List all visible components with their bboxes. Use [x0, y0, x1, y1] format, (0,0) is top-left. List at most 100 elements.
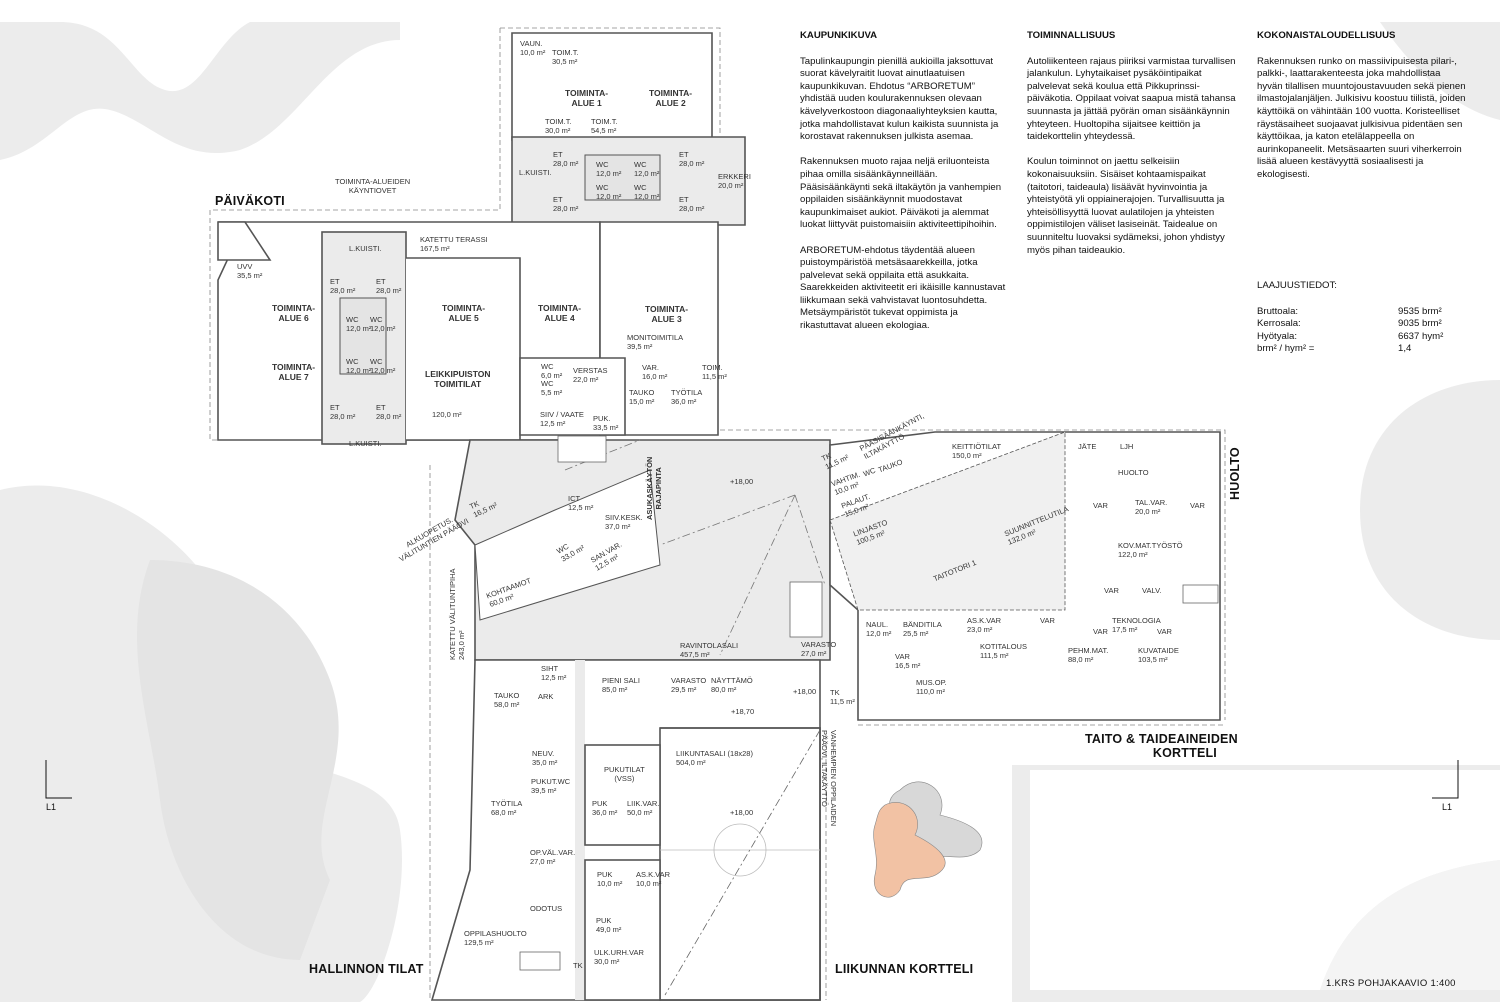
room-name: WC	[370, 315, 383, 324]
room-label: TOIMINTA-ALUE 2	[649, 88, 692, 108]
stat-label: Bruttoala:	[1257, 305, 1299, 317]
room-label: VAR	[1093, 627, 1108, 636]
room-name: SIIV.KESK.	[605, 513, 643, 522]
room-label: ODOTUS	[530, 904, 562, 913]
stat-value: 1,4	[1398, 343, 1412, 355]
room-label: TOIMINTA-ALUE 1	[565, 88, 608, 108]
room-area: 111,5 m²	[980, 651, 1009, 660]
room-label: VAUN.10,0 m²	[520, 39, 545, 57]
room-area: 28,0 m²	[376, 412, 402, 421]
room-area: 12,0 m²	[370, 366, 396, 375]
room-name: PUKUTILAT	[604, 765, 645, 774]
room-area: 10,0 m²	[597, 879, 623, 888]
stairs	[519, 435, 1219, 971]
room-name: ET	[553, 150, 563, 159]
room-name: PUKUT.WC	[531, 777, 571, 786]
room-area: 25,5 m²	[903, 629, 929, 638]
room-area: 30,5 m²	[552, 57, 578, 66]
room-label: TOIM.11,5 m²	[702, 363, 727, 381]
room-name: VAR	[1157, 627, 1172, 636]
room-name: VAR	[1040, 616, 1055, 625]
room-name: AS.K.VAR	[967, 616, 1002, 625]
building-walls	[217, 32, 1221, 1001]
room-area: ALUE 4	[544, 313, 575, 323]
room-label: JÄTE	[1078, 442, 1096, 451]
room-name: TAUKO	[629, 388, 655, 397]
room-area: 28,0 m²	[330, 286, 356, 295]
room-name: MONITOIMITILA	[627, 333, 684, 342]
paragraph: Rakennuksen muoto rajaa neljä eriluontei…	[800, 156, 1002, 231]
room-name: ODOTUS	[530, 904, 563, 913]
room-name: WC	[541, 379, 554, 388]
room-label: VALV.	[1142, 586, 1161, 595]
section-marker-left: L1	[46, 802, 57, 812]
stat-value: 9535 brm²	[1398, 305, 1442, 317]
room-name: ULK.URH.VAR	[594, 948, 644, 957]
room-area: 12,5 m²	[540, 419, 566, 428]
room-name: TOIMINTA-	[565, 88, 609, 98]
room-name: BÄNDITILA	[903, 620, 942, 629]
room-label: TOIMINTA-ALUE 5	[442, 303, 485, 323]
room-area: 129,5 m²	[464, 938, 494, 947]
room-name: VALV.	[1142, 586, 1162, 595]
room-name: TOIMINTA-	[272, 303, 316, 313]
room-area: 167,5 m²	[420, 244, 450, 253]
room-name: WC	[596, 183, 609, 192]
room-area: 12,5 m²	[541, 673, 567, 682]
room-name: PUK	[597, 870, 613, 879]
room-name: LIIK.VAR.	[627, 799, 660, 808]
room-name: TK	[573, 961, 583, 970]
stats-title: LAAJUUSTIEDOT:	[1257, 280, 1337, 291]
room-label: PEHM.MAT.88,0 m²	[1068, 646, 1108, 664]
room-area: 37,0 m²	[605, 522, 631, 531]
room-name: TOIMINTA-	[645, 304, 689, 314]
paragraph: Koulun toiminnot on jaettu selkeisiin ko…	[1027, 156, 1225, 256]
room-label: L.KUISTI.	[519, 168, 552, 177]
room-name: OP.VÄL.VAR.	[530, 848, 576, 857]
room-name: VAR	[1190, 501, 1205, 510]
room-name: VAR	[1104, 586, 1119, 595]
room-name: VAR	[1093, 501, 1108, 510]
room-name: ET	[679, 150, 689, 159]
room-area: 12,0 m²	[866, 629, 892, 638]
room-area: 12,0 m²	[596, 192, 622, 201]
room-area: 12,5 m²	[568, 503, 594, 512]
drawing-caption: 1.KRS POHJAKAAVIO 1:400	[1326, 978, 1456, 989]
park-areas	[0, 22, 1500, 1002]
room-area: 12,0 m²	[634, 169, 660, 178]
room-name: ERKKERI	[718, 172, 751, 181]
park-island-left-inner	[137, 560, 339, 960]
room-name: NEUV.	[532, 749, 555, 758]
room-area: 28,0 m²	[553, 159, 579, 168]
room-name: TOIMINTA-	[442, 303, 486, 313]
note-line: RAJAPINTA	[654, 467, 663, 510]
room-name: NÄYTTÄMÖ	[711, 676, 753, 685]
level-mark: +18,00	[730, 477, 754, 486]
room-area: 5,5 m²	[541, 388, 563, 397]
room-name: ET	[553, 195, 563, 204]
room-name: TOIMINTA-	[649, 88, 693, 98]
room-area: 150,0 m²	[952, 451, 982, 460]
room-label: PUK.33,5 m²	[593, 414, 618, 432]
stat-value: 9035 brm²	[1398, 318, 1442, 330]
room-label: TOIM.T.54,5 m²	[591, 117, 618, 135]
